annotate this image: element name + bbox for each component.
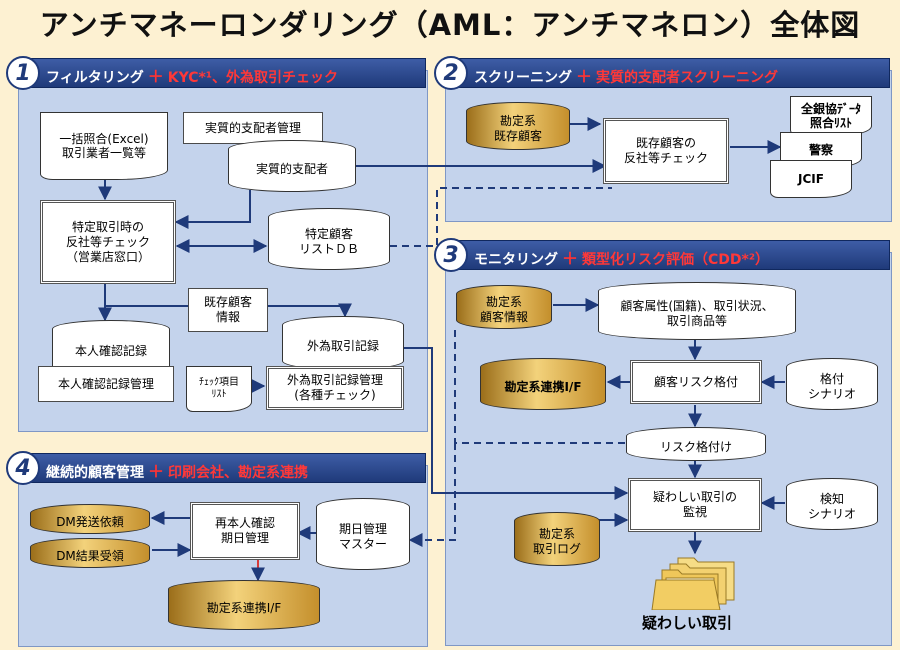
reverification-box: 再本人確認 期日管理: [190, 502, 300, 560]
ubo-db: 実質的支配者: [228, 140, 356, 192]
customer-attribute-db: 顧客属性(国籍)、取引状況、 取引商品等: [598, 282, 796, 340]
panel-monitoring-title: モニタリング＋類型化リスク評価（CDD*²）: [474, 249, 769, 268]
due-date-master-db: 期日管理 マスター: [316, 498, 410, 570]
panel-filtering-number: 1: [6, 56, 40, 90]
zenginkyo-list-doc: 全銀協ﾃﾞｰﾀ 照合ﾘｽﾄ: [790, 96, 872, 136]
acct-existing-customer-db: 勘定系 既存顧客: [466, 102, 570, 150]
existing-customer-info-box: 既存顧客 情報: [188, 288, 268, 332]
customer-risk-rating-box: 顧客リスク格付: [630, 360, 762, 404]
acct-transaction-log-db: 勘定系 取引ログ: [514, 512, 600, 566]
specific-customer-db: 特定顧客 リストＤＢ: [268, 208, 390, 270]
acct-interface-db-2: 勘定系連携I/F: [168, 580, 320, 630]
suspicious-folders-icon: [651, 557, 735, 610]
panel-filtering-header: [18, 58, 426, 88]
risk-rating-result-db: リスク格付け: [626, 427, 766, 461]
panel-monitoring-number: 3: [434, 238, 468, 272]
panel-screening-title: スクリーニング＋実質的支配者スクリーニング: [474, 67, 779, 86]
fx-record-management-box: 外為取引記録管理 (各種チェック): [266, 366, 404, 410]
rating-scenario-db: 格付 シナリオ: [786, 358, 878, 410]
dm-receive-db: DM結果受領: [30, 538, 150, 568]
acct-interface-db: 勘定系連携I/F: [480, 358, 606, 410]
panel-ongoing-header: [18, 453, 426, 483]
suspicious-transaction-label: 疑わしい取引: [642, 614, 733, 632]
id-record-management-box: 本人確認記録管理: [38, 366, 174, 402]
excel-matching-doc: 一括照合(Excel) 取引業者一覧等: [40, 112, 168, 180]
counter-check-box: 特定取引時の 反社等チェック （営業店窓口）: [40, 200, 176, 284]
detect-scenario-db: 検知 シナリオ: [786, 478, 878, 530]
check-item-list-doc: ﾁｪｯｸ項目 ﾘｽﾄ: [186, 366, 252, 412]
suspicious-monitor-box: 疑わしい取引の 監視: [628, 478, 762, 532]
dm-send-db: DM発送依頼: [30, 504, 150, 534]
panel-screening-header: [445, 58, 890, 88]
panel-screening-number: 2: [434, 56, 468, 90]
page-title: アンチマネーロンダリング（AML：アンチマネロン）全体図: [39, 8, 861, 42]
acct-customer-info-db: 勘定系 顧客情報: [456, 285, 552, 329]
panel-filtering-title: フィルタリング＋KYC*¹、外為取引チェック: [46, 67, 338, 86]
ubo-management-box: 実質的支配者管理: [183, 112, 323, 144]
existing-customer-check-box: 既存顧客の 反社等チェック: [603, 118, 729, 184]
panel-ongoing-number: 4: [6, 451, 40, 485]
fx-record-db: 外為取引記録: [282, 316, 404, 370]
panel-ongoing-title: 継続的顧客管理＋印刷会社、勘定系連携: [46, 462, 309, 481]
jcif-doc: JCIF: [770, 160, 852, 198]
